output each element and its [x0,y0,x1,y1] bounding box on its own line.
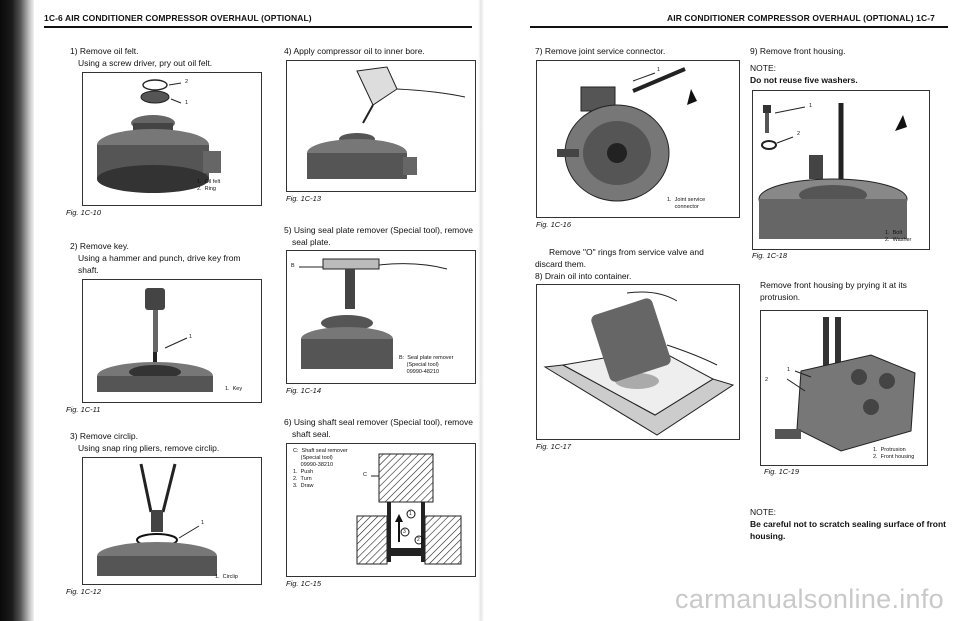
figure-1c-12: 1 1. Circlip [82,457,262,585]
fig-1c-18-caption: Fig. 1C-18 [752,251,788,260]
figure-1c-13 [286,60,476,192]
fig-1c-13-caption: Fig. 1C-13 [286,194,322,203]
figure-legend: B: Seal plate remover (Special tool) 099… [399,355,454,375]
callout-b: B [291,263,295,269]
callout-2: 2 [765,377,769,383]
circlip-removal-illustration [97,463,217,576]
front-housing-pry-illustration [775,317,916,452]
fig-1c-10-caption: Fig. 1C-10 [66,208,102,217]
callout-1: 1 [201,520,205,526]
figure-1c-14: B B: Seal plate remover (Special tool) 0… [286,250,476,384]
note-2-text-line-2: housing. [750,531,786,541]
figure-1c-18: 1 2 1. Bolt 2. Washer [752,90,930,250]
callout-1: 1 [185,100,189,106]
step-1-title: 1) Remove oil felt. [70,46,139,56]
note-2-text-line-1: Be careful not to scratch sealing surfac… [750,519,947,529]
callout-2: 2 [185,79,189,85]
fig-1c-15-caption: Fig. 1C-15 [286,579,322,588]
figure-legend: 1. Circlip [215,574,238,580]
figure-legend: 1. Key [225,386,243,392]
step-8-title: 8) Drain oil into container. [535,271,632,281]
figure-legend: C: Shaft seal remover (Special tool) 099… [293,448,348,489]
fig-1c-19-caption: Fig. 1C-19 [764,467,800,476]
step-7-body-line-1: Remove "O" rings from service valve and [549,247,704,257]
step-6-title: 6) Using shaft seal remover (Special too… [284,417,473,427]
callout-1: 1 [657,67,661,73]
step-5-title: 5) Using seal plate remover (Special too… [284,225,473,235]
step-9-body-line-2: protrusion. [760,292,801,302]
step-4-title: 4) Apply compressor oil to inner bore. [284,46,425,56]
callout-1: 1 [189,334,193,340]
figure-1c-10: 2 1 1. Oil felt 2. Ring [82,72,262,206]
note-1-label: NOTE: [750,63,776,73]
step-9-title: 9) Remove front housing. [750,46,846,56]
figure-legend: 1. Bolt 2. Washer [885,230,912,243]
figure-legend: 1. Oil felt 2. Ring [197,179,221,192]
left-header-rule [44,26,472,28]
fig-1c-16-caption: Fig. 1C-16 [536,220,572,229]
figure-1c-15: C: Shaft seal remover (Special tool) 099… [286,443,476,577]
watermark: carmanualsonline.info [675,584,944,614]
step-2-body-line-2: shaft. [78,265,99,275]
figure-legend: 1. Protrusion 2. Front housing [873,447,915,460]
step-5-body: seal plate. [292,237,331,247]
callout-2: 2 [417,537,420,543]
callout-1: 1 [787,367,791,373]
fig-1c-14-caption: Fig. 1C-14 [286,386,322,395]
front-housing-bolt-illustration [758,103,908,239]
right-header-rule [530,26,948,28]
callout-1: 1 [809,103,813,109]
fig-1c-11-caption: Fig. 1C-11 [66,405,101,414]
left-page-header: 1C-6 AIR CONDITIONER COMPRESSOR OVERHAUL… [44,13,312,23]
step-3-body: Using snap ring pliers, remove circlip. [78,443,220,453]
step-9-body-line-1: Remove front housing by prying it at its [760,280,907,290]
note-2-label: NOTE: [750,507,776,517]
fig-1c-12-caption: Fig. 1C-12 [66,587,102,596]
page-gutter [478,0,484,621]
oil-application-illustration [307,66,466,179]
joint-service-connector-illustration [557,67,697,202]
figure-1c-17 [536,284,740,440]
note-1-text: Do not reuse five washers. [750,75,858,85]
compressor-oil-felt-illustration [97,79,221,193]
fig-1c-17-caption: Fig. 1C-17 [536,442,572,451]
step-6-body: shaft seal. [292,429,331,439]
step-2-body-line-1: Using a hammer and punch, drive key from [78,253,241,263]
step-1-body: Using a screw driver, pry out oil felt. [78,58,213,68]
scan-binding-edge [0,0,34,621]
step-2-title: 2) Remove key. [70,241,129,251]
seal-plate-removal-illustration [299,258,448,369]
oil-draining-illustration [543,291,735,436]
step-3-title: 3) Remove circlip. [70,431,139,441]
right-page-header: AIR CONDITIONER COMPRESSOR OVERHAUL (OPT… [667,13,935,23]
callout-3: 3 [403,529,406,535]
figure-1c-11: 1 1. Key [82,279,262,403]
step-7-title: 7) Remove joint service connector. [535,46,666,56]
callout-1: 1 [409,511,412,517]
callout-c: C [363,472,367,478]
key-removal-illustration [97,288,213,392]
figure-legend: 1. Joint service connector [667,197,706,210]
figure-1c-16: 1 1. Joint service connector [536,60,740,218]
step-7-body-line-2: discard them. [535,259,587,269]
shaft-seal-remover-diagram [356,453,462,565]
callout-2: 2 [797,131,801,137]
figure-1c-19: 1 2 1. Protrusion 2. Front housing [760,310,928,466]
